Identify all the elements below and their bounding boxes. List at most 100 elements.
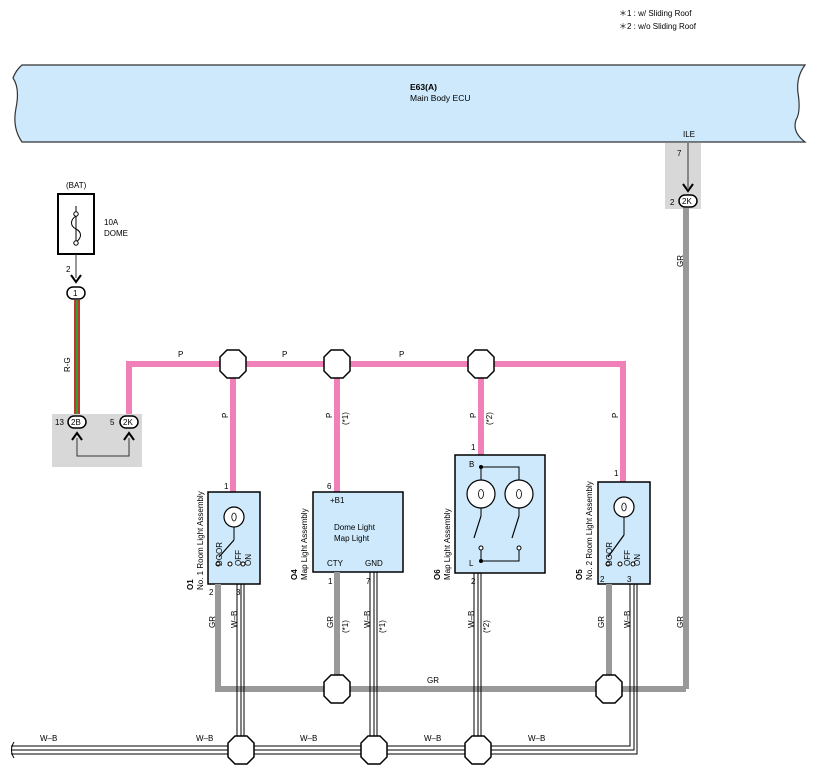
- splice-point: [227, 735, 255, 765]
- o4-name: Map Light Assembly: [300, 508, 309, 580]
- wb-wires: [11, 572, 638, 755]
- svg-text:W–B: W–B: [196, 734, 213, 743]
- splice-point: [464, 735, 492, 765]
- connector-2k-top: [678, 194, 698, 208]
- svg-text:2: 2: [209, 588, 214, 597]
- o4-box: [312, 491, 404, 573]
- svg-text:2: 2: [600, 575, 605, 584]
- o6-box: [454, 454, 546, 574]
- svg-text:OFF: OFF: [234, 550, 243, 566]
- svg-text:P: P: [178, 350, 183, 359]
- ecu-pin: 7: [677, 149, 682, 158]
- note-1: ＊1 : w/ Sliding Roof: [619, 9, 692, 18]
- fuse-rating: 10A: [104, 218, 119, 227]
- svg-text:+B1: +B1: [330, 496, 345, 505]
- ecu-terminal: ILE: [683, 130, 695, 139]
- svg-text:1: 1: [328, 577, 333, 586]
- fuse-source: (BAT): [66, 181, 87, 190]
- splice-point: [323, 349, 351, 379]
- splice-point: [323, 674, 351, 704]
- svg-text:W–B: W–B: [424, 734, 441, 743]
- svg-text:ON: ON: [633, 554, 642, 566]
- gr-wire-ground: [215, 584, 686, 692]
- svg-text:2K: 2K: [123, 418, 133, 427]
- splice-point: [467, 349, 495, 379]
- p-wire-bus: [126, 361, 626, 482]
- svg-text:2: 2: [66, 265, 71, 274]
- svg-text:R-G: R-G: [63, 357, 72, 372]
- svg-text:7: 7: [366, 577, 371, 586]
- svg-text:W–B: W–B: [363, 611, 372, 628]
- svg-text:1: 1: [614, 469, 619, 478]
- o1-name: No. 1 Room Light Assembly: [196, 491, 205, 590]
- svg-text:(*1): (*1): [378, 620, 387, 633]
- svg-text:Dome Light: Dome Light: [334, 523, 376, 532]
- svg-text:(*2): (*2): [482, 620, 491, 633]
- svg-text:B: B: [469, 460, 474, 469]
- o6-name: Map Light Assembly: [443, 508, 452, 580]
- ecu-name: Main Body ECU: [410, 93, 470, 103]
- svg-text:L: L: [469, 559, 474, 568]
- lamp-icon: [466, 479, 496, 509]
- svg-text:2: 2: [670, 198, 675, 207]
- svg-text:W–B: W–B: [623, 611, 632, 628]
- svg-text:GR: GR: [326, 616, 335, 628]
- connector-2k-junction: [119, 415, 139, 429]
- ecu-id: E63(A): [410, 82, 437, 92]
- svg-text:1: 1: [73, 289, 78, 298]
- svg-text:GR: GR: [676, 616, 685, 628]
- svg-text:3: 3: [627, 575, 632, 584]
- svg-text:P: P: [399, 350, 404, 359]
- fuse-icon: [71, 215, 81, 243]
- svg-text:GR: GR: [427, 676, 439, 685]
- svg-text:W–B: W–B: [40, 734, 57, 743]
- svg-text:W–B: W–B: [230, 611, 239, 628]
- o4-id: O4: [290, 569, 299, 580]
- svg-text:GR: GR: [597, 616, 606, 628]
- fuse-name: DOME: [104, 229, 128, 238]
- o5-name: No. 2 Room Light Assembly: [585, 481, 594, 580]
- lamp-icon: [223, 506, 245, 528]
- svg-text:CTY: CTY: [327, 559, 344, 568]
- o5-id: O5: [575, 569, 584, 580]
- svg-text:W–B: W–B: [300, 734, 317, 743]
- svg-text:(*2): (*2): [485, 412, 494, 425]
- svg-text:Map Light: Map Light: [334, 534, 370, 543]
- svg-text:1: 1: [224, 482, 229, 491]
- o1-id: O1: [186, 579, 195, 590]
- svg-text:P: P: [469, 413, 478, 418]
- svg-text:W–B: W–B: [528, 734, 545, 743]
- svg-text:2K: 2K: [682, 197, 692, 206]
- svg-text:GND: GND: [365, 559, 383, 568]
- svg-text:P: P: [325, 413, 334, 418]
- splice-point: [360, 735, 388, 765]
- o6-id: O6: [433, 569, 442, 580]
- svg-text:ON: ON: [244, 554, 253, 566]
- svg-text:5: 5: [110, 418, 115, 427]
- svg-text:6: 6: [327, 482, 332, 491]
- svg-text:GR: GR: [208, 616, 217, 628]
- lamp-icon: [613, 496, 635, 518]
- svg-text:(*1): (*1): [341, 412, 350, 425]
- svg-text:P: P: [611, 413, 620, 418]
- svg-text:13: 13: [55, 418, 64, 427]
- svg-text:(*1): (*1): [341, 620, 350, 633]
- svg-text:OFF: OFF: [623, 550, 632, 566]
- svg-text:P: P: [221, 413, 230, 418]
- connector-2b: [67, 415, 87, 429]
- svg-text:GR: GR: [676, 255, 685, 267]
- svg-text:2B: 2B: [71, 418, 81, 427]
- lamp-icon: [504, 479, 534, 509]
- svg-text:DOOR: DOOR: [215, 542, 224, 566]
- ecu-box: [12, 64, 807, 143]
- svg-text:W–B: W–B: [467, 611, 476, 628]
- fuse-connector: [66, 286, 86, 300]
- svg-text:1: 1: [471, 443, 476, 452]
- note-2: ＊2 : w/o Sliding Roof: [619, 22, 697, 31]
- splice-point: [219, 349, 247, 379]
- svg-text:DOOR: DOOR: [605, 542, 614, 566]
- splice-point: [595, 674, 623, 704]
- svg-text:P: P: [282, 350, 287, 359]
- svg-text:3: 3: [236, 588, 241, 597]
